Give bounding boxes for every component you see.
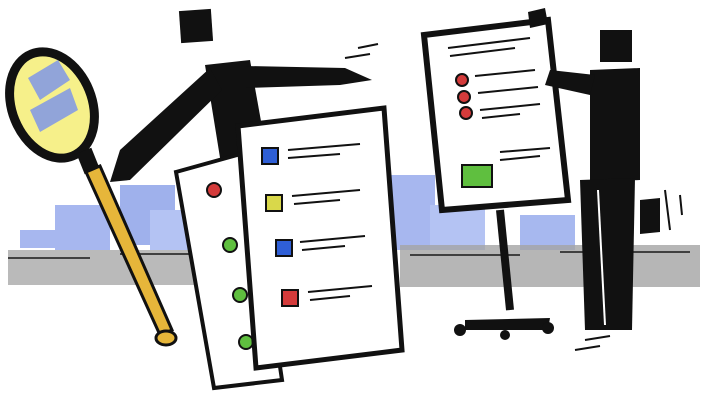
magnifying-glass-icon [5, 47, 178, 347]
person-figure-right [528, 8, 683, 351]
flipchart-icon [420, 16, 572, 340]
checklist-document-front [235, 105, 405, 371]
person-figure-left [110, 8, 379, 182]
